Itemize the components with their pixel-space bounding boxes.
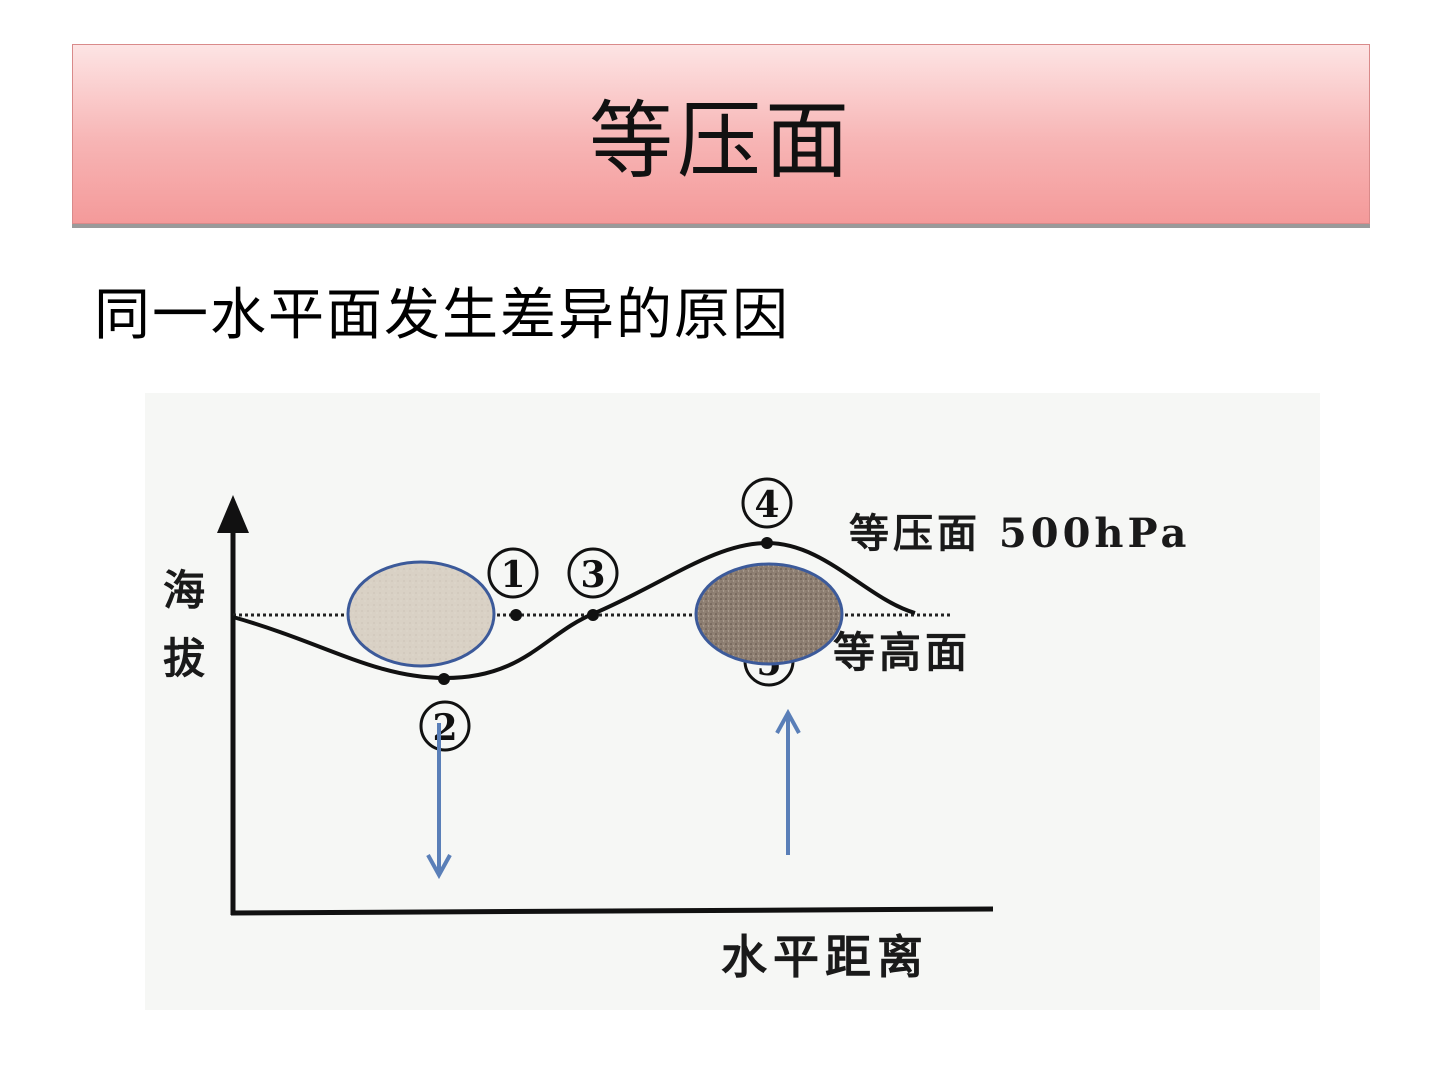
point-3-label: 3 (580, 554, 605, 596)
point-4-marker: 4 (741, 477, 793, 529)
y-axis-label-2: 拔 (163, 634, 205, 683)
isobaric-label: 等压面 500hPa (849, 510, 1190, 557)
x-axis-label: 水平距离 (721, 930, 929, 984)
title-banner: 等压面 (72, 44, 1370, 224)
point-1-marker: 1 (487, 547, 539, 599)
point-2-dot (438, 673, 450, 685)
point-2-marker: 2 (419, 700, 471, 752)
point-1-dot (510, 609, 522, 621)
diagram-svg: 海 拔 水平距离 等压面 500hPa 等高面 1 2 3 (163, 477, 1190, 984)
slide-title: 等压面 (588, 91, 853, 190)
y-axis-label-1: 海 (163, 566, 205, 615)
contour-label: 等高面 (833, 628, 971, 677)
isobaric-diagram: 海 拔 水平距离 等压面 500hPa 等高面 1 2 3 (145, 393, 1320, 1010)
point-4-dot (761, 537, 773, 549)
point-3-marker: 3 (567, 547, 619, 599)
point-4-label: 4 (754, 484, 779, 526)
point-2-label: 2 (432, 707, 457, 749)
point-1-label: 1 (500, 554, 525, 596)
x-axis (230, 906, 994, 916)
down-arrow (426, 723, 452, 880)
up-arrow (775, 708, 801, 855)
dark-air-ellipse (694, 562, 844, 666)
point-3-dot (587, 609, 599, 621)
light-air-ellipse (346, 560, 496, 668)
slide-subtitle: 同一水平面发生差异的原因 (94, 283, 790, 348)
y-axis-arrowhead (217, 495, 249, 533)
